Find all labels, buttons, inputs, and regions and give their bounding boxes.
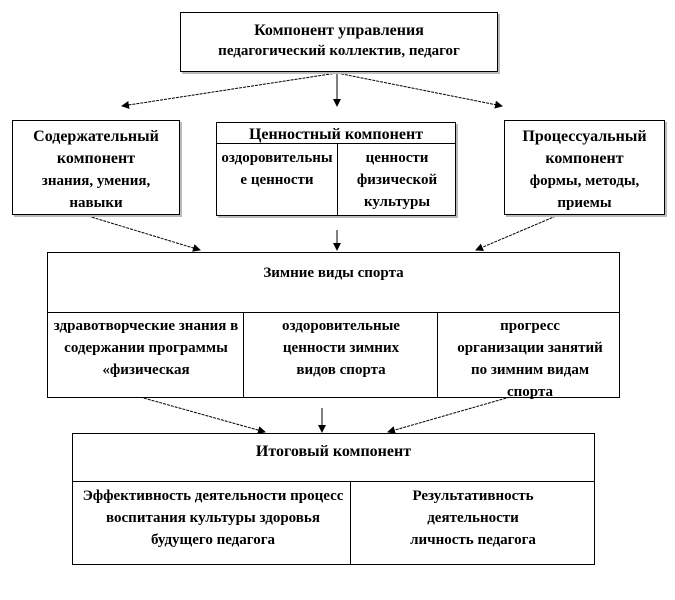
arrow <box>121 72 338 109</box>
value-component-title: Ценностный компонент <box>217 123 455 144</box>
winter-sports-title: Зимние виды спорта <box>48 253 619 313</box>
divider <box>437 313 438 397</box>
divider <box>350 482 351 564</box>
value-component-left: оздоровительные ценности <box>221 150 333 188</box>
content-component-text: знания, умения, навыки <box>41 173 151 211</box>
process-component-title: Процессуальный компонент <box>522 128 647 167</box>
final-component-cell: Результативность деятельности личность п… <box>410 488 536 548</box>
arrow <box>87 215 201 252</box>
content-component-box: Содержательный компонент знания, умения,… <box>12 120 180 215</box>
divider <box>337 144 338 215</box>
arrow <box>475 215 557 251</box>
process-component-box: Процессуальный компонент формы, методы, … <box>504 120 665 215</box>
content-component-title: Содержательный компонент <box>33 128 159 167</box>
arrow <box>387 396 511 434</box>
management-title: Компонент управления <box>254 22 424 39</box>
winter-sports-cell: оздоровительные ценности зимних видов сп… <box>282 318 400 378</box>
arrow <box>336 72 503 109</box>
arrow <box>139 396 266 434</box>
management-box: Компонент управления педагогический колл… <box>180 12 498 72</box>
divider <box>243 313 244 397</box>
winter-sports-box: Зимние виды спорта здравотворческие знан… <box>47 252 620 400</box>
management-text: педагогический коллектив, педагог <box>218 43 460 59</box>
final-component-cell: Эффективность деятельности процесс воспи… <box>82 488 344 548</box>
process-component-text: формы, методы, приемы <box>529 173 640 211</box>
final-component-title: Итоговый компонент <box>73 434 594 482</box>
winter-sports-cell: прогресс организации занятий по зимним в… <box>457 318 603 400</box>
value-component-right: ценности физической культуры <box>356 150 438 210</box>
winter-sports-cell: здравотворческие знания в содержании про… <box>53 318 239 378</box>
value-component-box: Ценностный компонент оздоровительные цен… <box>216 122 456 216</box>
final-component-box: Итоговый компонент Эффективность деятель… <box>72 433 595 565</box>
